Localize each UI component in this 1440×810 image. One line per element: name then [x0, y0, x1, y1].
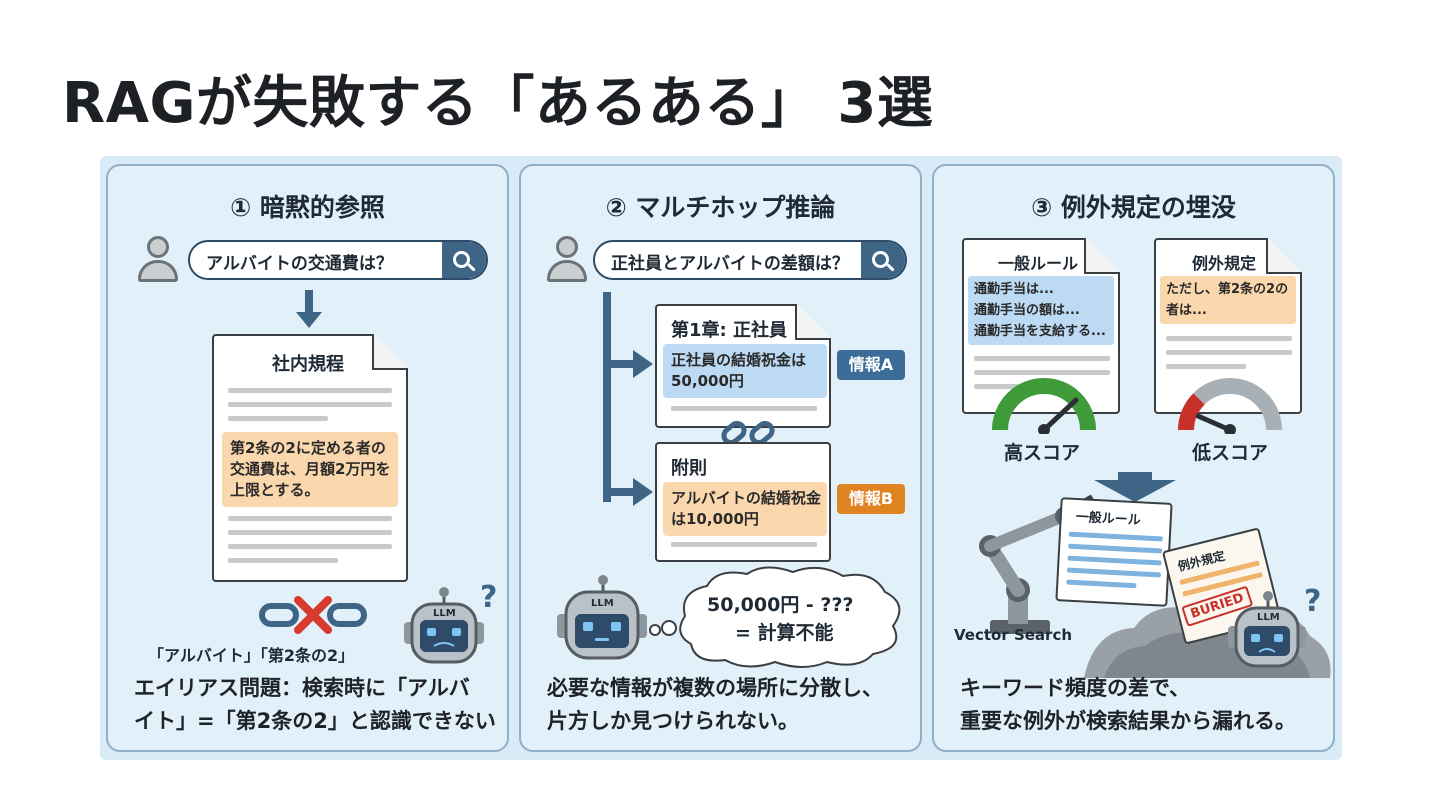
document-title: 第1章: 正社員: [671, 320, 787, 341]
document-exception: 例外規定 ただし、第2条の2の 者は...: [1154, 238, 1302, 414]
document-appendix: 附則 アルバイトの結婚祝金 は10,000円: [655, 442, 831, 562]
document-title: 社内規程: [272, 354, 344, 375]
search-bar[interactable]: 正社員とアルバイトの差額は？: [593, 240, 907, 280]
branch-arrows: [603, 292, 653, 506]
thought-bubble-icon: [649, 566, 901, 668]
info-a-badge: 情報A: [837, 350, 905, 380]
document-highlight: 第2条の2に定める者の 交通費は、月額2万円を 上限とする。: [222, 432, 398, 507]
infographic: ① 暗黙的参照 アルバイトの交通費は？ 社内規程 第2条の2に定める者の 交通費…: [100, 156, 1342, 760]
document-company-rules: 社内規程 第2条の2に定める者の 交通費は、月額2万円を 上限とする。: [212, 334, 408, 582]
robot-icon: [1228, 591, 1306, 668]
vector-search-label: Vector Search: [954, 626, 1073, 644]
search-icon[interactable]: [442, 242, 486, 278]
document-highlight: アルバイトの結婚祝金 は10,000円: [663, 482, 827, 536]
thought-line-1: 50,000円 - ???: [707, 594, 854, 616]
robot-arm-icon: [979, 494, 1099, 634]
question-mark: ?: [480, 580, 498, 615]
alias-label: 「アルバイト」「第2条の2」: [148, 646, 355, 665]
panel-caption: エイリアス問題：検索時に「アルバ イト」=「第2条の2」と認識できない: [134, 676, 496, 733]
low-score-label: 低スコア: [1192, 442, 1269, 464]
panel-heading: ① 暗黙的参照: [230, 193, 385, 222]
panel-caption: キーワード頻度の差で、 重要な例外が検索結果から漏れる。: [960, 676, 1296, 733]
panel-exception-buried: ③ 例外規定の埋没 一般ルール 通勤手当は... 通勤手当の額は... 通勤手当…: [932, 164, 1335, 752]
document-highlight: ただし、第2条の2の 者は...: [1160, 276, 1296, 324]
document-highlight: 通勤手当は... 通勤手当の額は... 通勤手当を支給する...: [968, 276, 1114, 345]
document-title: 附則: [671, 458, 707, 479]
arrow-down-icon: [1094, 472, 1176, 502]
user-icon: [136, 236, 180, 284]
robot-label: LLM: [591, 598, 614, 609]
user-icon: [545, 236, 589, 284]
gauge-icon: [1178, 378, 1282, 434]
search-bar[interactable]: アルバイトの交通費は？: [188, 240, 488, 280]
broken-link-icon: [721, 420, 775, 446]
robot-label: LLM: [1257, 612, 1280, 623]
info-b-badge: 情報B: [837, 484, 905, 514]
question-mark: ?: [1304, 584, 1322, 619]
document-title: 一般ルール: [998, 254, 1079, 273]
robot-icon: [404, 587, 484, 664]
panel-implicit-reference: ① 暗黙的参照 アルバイトの交通費は？ 社内規程 第2条の2に定める者の 交通費…: [106, 164, 509, 752]
broken-link-icon: [259, 596, 367, 634]
document-chapter-1: 第1章: 正社員 正社員の結婚祝金は 50,000円: [655, 304, 831, 428]
arrow-down-icon: [296, 290, 322, 328]
document-title: 例外規定: [1192, 254, 1257, 273]
panel-heading: ③ 例外規定の埋没: [1031, 193, 1236, 222]
search-query: 正社員とアルバイトの差額は？: [611, 254, 849, 274]
high-score-label: 高スコア: [1004, 442, 1081, 464]
robot-label: LLM: [433, 608, 456, 619]
panel-multi-hop: ② マルチホップ推論 正社員とアルバイトの差額は？ 第1章: 正社員 正社員の結…: [519, 164, 922, 752]
robot-icon: [557, 575, 647, 660]
thought-line-2: = 計算不能: [735, 622, 834, 644]
search-icon[interactable]: [861, 242, 905, 278]
document-general-rule: 一般ルール 通勤手当は... 通勤手当の額は... 通勤手当を支給する...: [962, 238, 1120, 414]
panel-heading: ② マルチホップ推論: [605, 193, 836, 222]
document-title: 一般ルール: [1075, 509, 1142, 529]
document-highlight: 正社員の結婚祝金は 50,000円: [663, 344, 827, 398]
panel-caption: 必要な情報が複数の場所に分散し、 片方しか見つけられない。: [547, 676, 883, 733]
gauge-icon: [992, 378, 1096, 434]
search-query: アルバイトの交通費は？: [206, 254, 393, 274]
page-title: RAGが失敗する「あるある」 3選: [62, 71, 934, 136]
